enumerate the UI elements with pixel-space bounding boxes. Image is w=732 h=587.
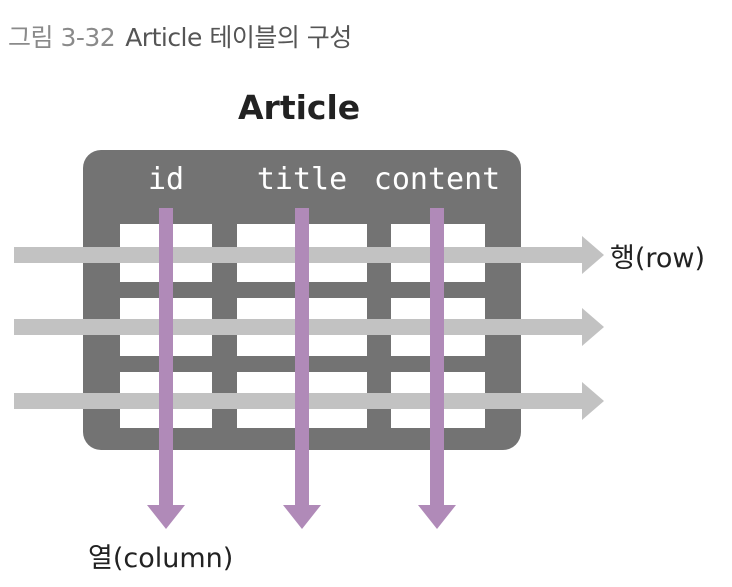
column-arrow-1 (159, 208, 173, 508)
row-arrow-head-2 (582, 308, 604, 346)
table-title: Article (238, 88, 361, 127)
figure-label: 그림 3-32 (8, 23, 116, 52)
figure-caption-text: Article 테이블의 구성 (125, 23, 352, 52)
column-header-id: id (147, 162, 185, 197)
row-arrow-head-3 (582, 382, 604, 420)
row-label: 행(row) (610, 243, 706, 274)
row-arrow-head-1 (582, 236, 604, 274)
figure-caption: 그림 3-32 Article 테이블의 구성 (8, 18, 352, 54)
column-arrow-head-2 (283, 505, 321, 529)
column-arrow-2 (295, 208, 309, 508)
column-header-title: title (256, 162, 348, 197)
column-header-content: content (373, 162, 501, 197)
column-arrow-3 (430, 208, 444, 508)
column-label: 열(column) (88, 543, 234, 574)
column-arrow-head-1 (147, 505, 185, 529)
column-arrow-head-3 (418, 505, 456, 529)
